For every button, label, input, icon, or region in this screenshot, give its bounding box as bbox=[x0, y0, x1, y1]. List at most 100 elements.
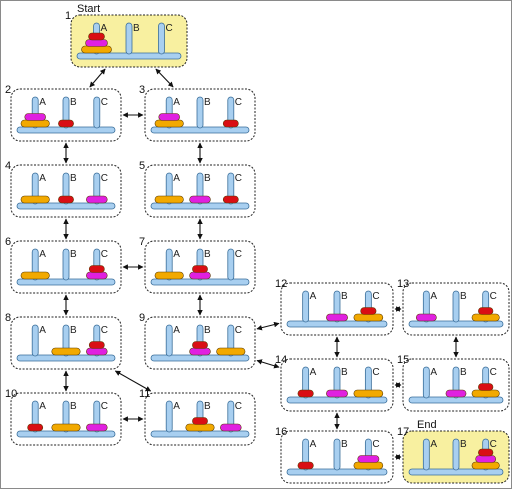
disk-M bbox=[189, 195, 211, 204]
state-number: 9 bbox=[139, 312, 145, 324]
state-box-2: 2A B C bbox=[5, 84, 122, 142]
peg-label-C: C bbox=[235, 97, 242, 108]
peg-B bbox=[333, 438, 341, 471]
peg-label-A: A bbox=[430, 291, 437, 302]
peg-label-C: C bbox=[235, 401, 242, 412]
peg-label-B: B bbox=[70, 401, 77, 412]
disk-L bbox=[471, 389, 500, 398]
transition-arrow-8-11 bbox=[114, 370, 152, 392]
peg-A bbox=[302, 290, 310, 323]
peg-label-A: A bbox=[39, 173, 46, 184]
peg-label-C: C bbox=[235, 325, 242, 336]
transition-arrow-1-2 bbox=[89, 68, 106, 88]
state-number: 2 bbox=[5, 84, 11, 96]
disk-S bbox=[360, 307, 377, 315]
peg-label-B: B bbox=[460, 291, 467, 302]
disk-S bbox=[192, 417, 208, 425]
disk-L bbox=[353, 313, 384, 322]
peg-label-C: C bbox=[372, 291, 379, 302]
peg-label-A: A bbox=[39, 325, 46, 336]
peg-label-B: B bbox=[204, 173, 211, 184]
peg-label-C: C bbox=[372, 367, 379, 378]
disk-M bbox=[357, 455, 380, 463]
disk-L bbox=[81, 45, 112, 54]
peg-label-A: A bbox=[101, 23, 108, 34]
peg-label-B: B bbox=[133, 23, 140, 34]
peg-label-A: A bbox=[173, 325, 180, 336]
peg-label-A: A bbox=[430, 367, 437, 378]
peg-label-A: A bbox=[310, 439, 317, 450]
peg-label-B: B bbox=[341, 291, 348, 302]
disk-M bbox=[85, 39, 108, 47]
transition-arrow-9-14 bbox=[256, 359, 280, 369]
disk-S bbox=[88, 265, 105, 273]
disk-M bbox=[326, 389, 348, 398]
peg-label-C: C bbox=[101, 97, 108, 108]
disk-L bbox=[471, 313, 500, 322]
peg-label-A: A bbox=[173, 173, 180, 184]
peg-label-B: B bbox=[70, 249, 77, 260]
disk-M bbox=[86, 271, 108, 280]
peg-label-C: C bbox=[235, 173, 242, 184]
peg-label-B: B bbox=[70, 325, 77, 336]
peg-label-B: B bbox=[70, 97, 77, 108]
peg-A bbox=[31, 324, 39, 357]
peg-label-B: B bbox=[204, 325, 211, 336]
state-number: 7 bbox=[139, 236, 145, 248]
disk-L bbox=[154, 119, 184, 128]
state-box-9: 9A B C bbox=[139, 312, 256, 370]
disk-M bbox=[189, 347, 211, 356]
disk-L bbox=[471, 461, 500, 470]
peg-label-B: B bbox=[460, 439, 467, 450]
disk-S bbox=[27, 423, 44, 432]
peg-label-B: B bbox=[70, 173, 77, 184]
peg-label-A: A bbox=[173, 97, 180, 108]
peg-label-C: C bbox=[101, 173, 108, 184]
peg-label-C: C bbox=[101, 249, 108, 260]
peg-B bbox=[196, 96, 204, 129]
peg-B bbox=[125, 22, 133, 55]
disk-M bbox=[326, 313, 348, 322]
disk-L bbox=[154, 195, 184, 204]
edges-layer bbox=[63, 68, 459, 460]
disk-S bbox=[58, 119, 74, 128]
peg-C bbox=[93, 96, 101, 129]
peg-label-B: B bbox=[341, 439, 348, 450]
state-number: 13 bbox=[397, 278, 409, 290]
disk-S bbox=[222, 119, 239, 128]
peg-label-A: A bbox=[39, 97, 46, 108]
state-number: 1 bbox=[65, 10, 71, 22]
disk-L bbox=[20, 195, 50, 204]
state-number: 10 bbox=[5, 388, 17, 400]
state-number: 17 bbox=[397, 426, 409, 438]
peg-B bbox=[62, 248, 70, 281]
peg-label-C: C bbox=[101, 325, 108, 336]
disk-S bbox=[297, 461, 314, 470]
state-number: 16 bbox=[275, 426, 287, 438]
state-number: 4 bbox=[5, 160, 11, 172]
peg-A bbox=[422, 366, 430, 399]
start-label: Start bbox=[77, 3, 100, 15]
disk-S bbox=[58, 195, 74, 204]
state-number: 11 bbox=[139, 388, 150, 400]
state-number: 12 bbox=[275, 278, 287, 290]
disk-M bbox=[220, 423, 242, 432]
disk-L bbox=[51, 423, 81, 432]
disk-L bbox=[353, 461, 384, 470]
peg-C bbox=[227, 248, 235, 281]
disk-L bbox=[51, 347, 81, 356]
disk-M bbox=[86, 347, 108, 356]
disk-S bbox=[192, 341, 208, 349]
state-number: 14 bbox=[275, 354, 287, 366]
peg-label-C: C bbox=[235, 249, 242, 260]
